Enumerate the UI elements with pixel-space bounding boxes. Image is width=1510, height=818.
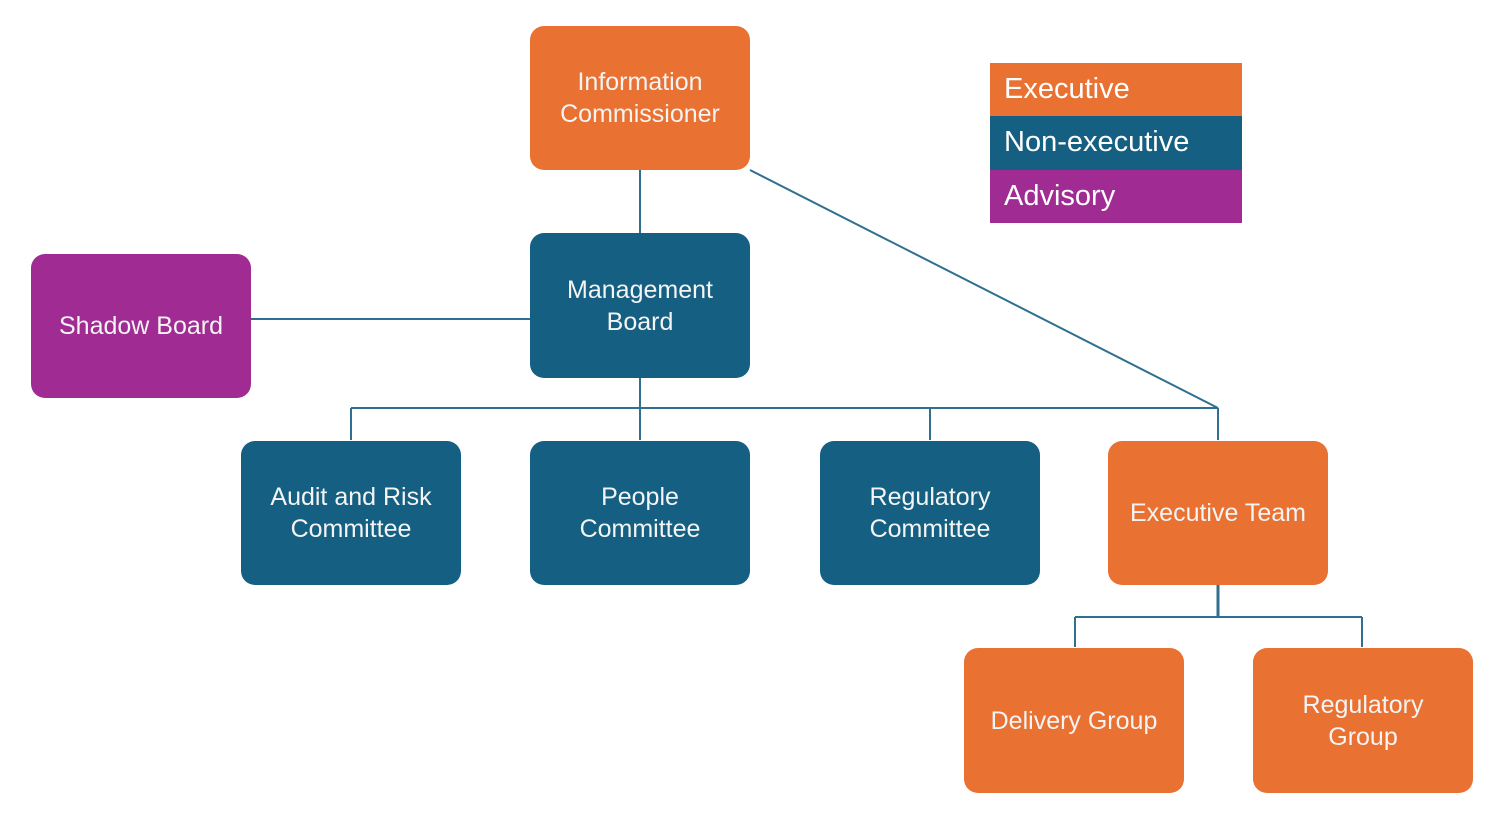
legend-item-executive: Executive bbox=[990, 63, 1242, 117]
node-executive-team: Executive Team bbox=[1108, 441, 1328, 585]
node-label: Delivery Group bbox=[990, 706, 1158, 735]
node-label: Information Commissioner bbox=[560, 68, 720, 128]
node-information-commissioner: Information Commissioner bbox=[530, 26, 750, 170]
legend-item-advisory: Advisory bbox=[990, 169, 1242, 223]
node-label: Audit and Risk Committee bbox=[270, 483, 432, 543]
node-management-board: Management Board bbox=[530, 233, 750, 378]
node-people-committee: People Committee bbox=[530, 441, 750, 585]
legend-label: Non-executive bbox=[1004, 126, 1190, 159]
node-label: Regulatory Committee bbox=[869, 483, 991, 543]
legend-label: Advisory bbox=[1004, 179, 1116, 212]
node-label: Executive Team bbox=[1129, 499, 1306, 527]
edge-commissioner-executive-team bbox=[749, 169, 1219, 409]
legend-label: Executive bbox=[1004, 73, 1130, 106]
node-label: People Committee bbox=[579, 483, 701, 543]
node-regulatory-committee: Regulatory Committee bbox=[820, 441, 1040, 585]
node-audit-risk-committee: Audit and Risk Committee bbox=[241, 441, 461, 585]
node-label: Management Board bbox=[567, 275, 713, 336]
node-label: Regulatory Group bbox=[1302, 690, 1424, 751]
legend: Executive Non-executive Advisory bbox=[990, 63, 1242, 223]
node-regulatory-group: Regulatory Group bbox=[1253, 648, 1473, 793]
node-shadow-board: Shadow Board bbox=[31, 254, 251, 398]
node-delivery-group: Delivery Group bbox=[964, 648, 1184, 793]
node-label: Shadow Board bbox=[58, 312, 223, 340]
legend-item-non-executive: Non-executive bbox=[990, 116, 1242, 170]
